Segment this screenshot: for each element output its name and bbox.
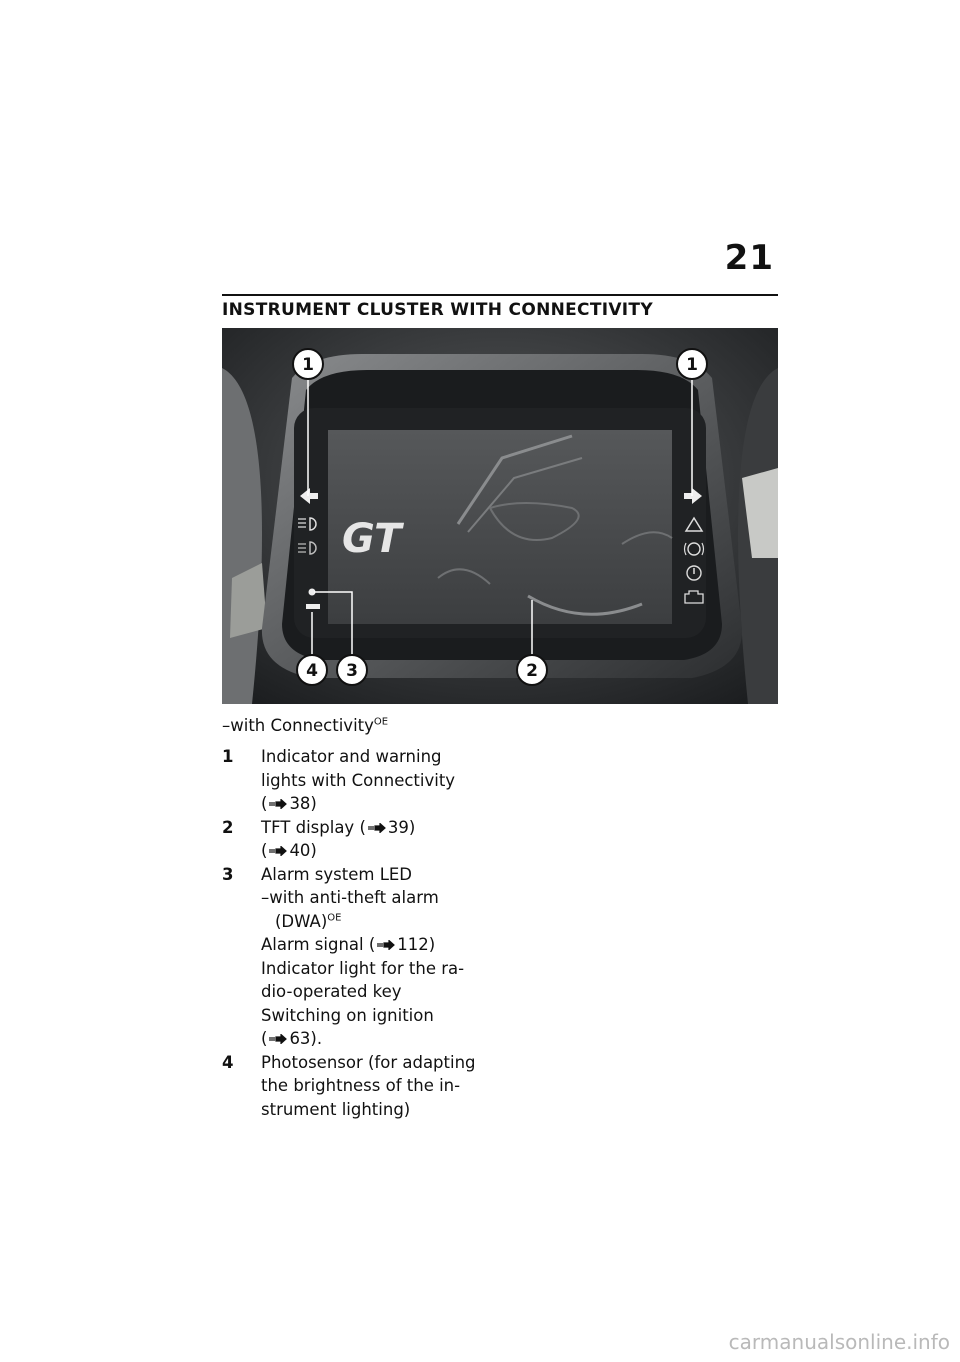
instrument-cluster-figure: GT 1 1 — [222, 328, 778, 704]
svg-text:1: 1 — [686, 355, 698, 375]
legend-item: 1 Indicator and warning lights with Connec… — [222, 745, 502, 816]
legend-item-number: 4 — [222, 1052, 234, 1072]
low-beam-icon — [298, 517, 317, 531]
page-reference-arrow-icon — [269, 799, 288, 809]
arrow-left-icon — [300, 488, 318, 504]
svg-text:2: 2 — [526, 661, 538, 681]
legend-sup: OE — [327, 912, 342, 923]
callout-2: 2 — [516, 654, 548, 686]
warning-triangle-icon — [684, 516, 704, 532]
photosensor — [306, 604, 320, 609]
engine-icon — [684, 590, 704, 604]
legend-line: the brightness of the in- — [261, 1076, 461, 1095]
page-reference-arrow-icon — [377, 940, 396, 950]
high-beam-icon — [298, 541, 317, 555]
legend-item-number: 2 — [222, 817, 234, 837]
abs-icon — [683, 542, 705, 556]
legend-item: 2 TFT display (39) (40) — [222, 816, 502, 863]
legend-line: Alarm system LED — [261, 864, 413, 884]
legend-item: 4 Photosensor (for adapting the brightness… — [222, 1051, 502, 1122]
svg-text:3: 3 — [346, 661, 358, 681]
arrow-right-icon — [684, 488, 702, 504]
callout-3: 3 — [336, 654, 368, 686]
legend-line: Photosensor (for adapting — [261, 1052, 476, 1072]
legend-line: TFT display (39) — [261, 817, 416, 837]
legend-item: 3 Alarm system LED –with anti-theft alarm (… — [222, 863, 502, 1051]
page-reference-arrow-icon — [269, 1034, 288, 1044]
svg-text:4: 4 — [306, 661, 318, 681]
legend-line: Indicator and warning — [261, 747, 442, 766]
caption-text: –with Connectivity — [222, 716, 374, 735]
legend-line: (38) — [261, 794, 317, 813]
legend-line: (63). — [261, 1029, 323, 1048]
legend-line: –with anti-theft alarm — [261, 888, 439, 907]
page-reference-arrow-icon — [269, 846, 288, 856]
legend-line: Alarm signal (112) — [261, 935, 436, 954]
legend-line: dio-operated key — [261, 982, 402, 1001]
legend-line: strument lighting) — [261, 1099, 411, 1119]
callout-1-left: 1 — [292, 348, 324, 380]
legend-line: (40) — [261, 841, 317, 860]
cluster-illustration: GT 1 1 — [222, 328, 778, 704]
legend-item-number: 3 — [222, 864, 234, 884]
page-reference-arrow-icon — [368, 822, 386, 833]
header-rule — [222, 294, 778, 296]
svg-text:1: 1 — [302, 355, 314, 375]
tire-warning-icon — [686, 565, 702, 581]
legend-line: Switching on ignition — [261, 1005, 434, 1025]
callout-4: 4 — [296, 654, 328, 686]
callout-1-right: 1 — [676, 348, 708, 380]
legend-line: Indicator light for the ra- — [261, 958, 465, 978]
watermark: carmanualsonline.info — [728, 1330, 950, 1354]
legend-line: lights with Connectivity — [261, 770, 456, 790]
legend-line: (DWA)OE — [275, 911, 342, 931]
legend-list: 1 Indicator and warning lights with Connec… — [222, 745, 502, 1121]
figure-caption: –with ConnectivityOE — [222, 716, 388, 735]
section-title: INSTRUMENT CLUSTER WITH CONNECTIVITY — [222, 300, 653, 320]
alarm-led — [308, 588, 316, 596]
caption-sup: OE — [373, 716, 389, 728]
legend-item-number: 1 — [222, 747, 234, 766]
page-number: 21 — [724, 238, 774, 278]
gt-logo: GT — [342, 516, 404, 562]
